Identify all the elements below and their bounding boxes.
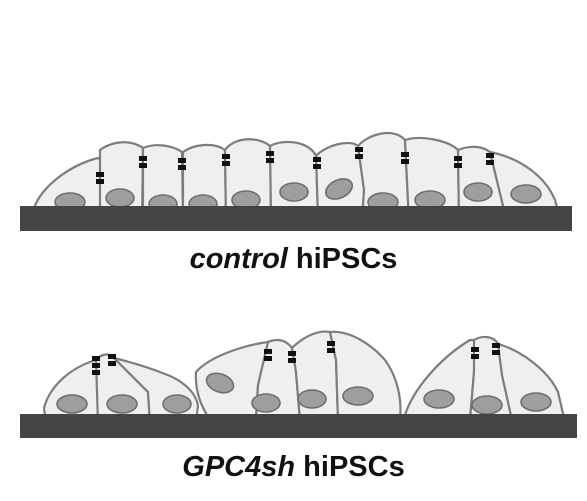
- junction: [486, 153, 494, 158]
- nucleus: [297, 389, 327, 409]
- junction: [96, 172, 104, 177]
- junction: [355, 154, 363, 159]
- gpc4sh-label: GPC4sh: [182, 451, 296, 483]
- control-junctions: [96, 147, 494, 184]
- cell: [328, 330, 402, 422]
- control-substrate: [20, 206, 572, 231]
- nucleus: [342, 386, 374, 406]
- nucleus: [105, 188, 135, 208]
- nucleus: [251, 393, 281, 413]
- junction: [108, 354, 116, 359]
- junction: [264, 356, 272, 361]
- nucleus: [56, 394, 88, 414]
- junction: [401, 152, 409, 157]
- cell: [268, 140, 320, 218]
- junction: [454, 156, 462, 161]
- nucleus: [205, 372, 235, 394]
- junction: [486, 160, 494, 165]
- nucleus: [471, 395, 503, 415]
- hipscs-label: hiPSCs: [287, 243, 398, 275]
- nucleus: [423, 389, 455, 409]
- nucleus: [279, 182, 309, 202]
- junction: [471, 354, 479, 359]
- junction: [288, 358, 296, 363]
- junction: [139, 156, 147, 161]
- nucleus: [510, 184, 542, 204]
- junction: [108, 361, 116, 366]
- gpc4sh-junctions: [92, 341, 500, 375]
- junction: [288, 351, 296, 356]
- gpc4sh-nuclei: [56, 372, 552, 415]
- junction: [454, 163, 462, 168]
- junction: [92, 363, 100, 368]
- nucleus: [324, 178, 354, 200]
- control-caption: control hiPSCs: [0, 243, 587, 276]
- junction: [313, 157, 321, 162]
- junction: [178, 158, 186, 163]
- junction: [327, 341, 335, 346]
- junction: [492, 343, 500, 348]
- gpc4sh-substrate: [20, 414, 577, 438]
- junction: [313, 164, 321, 169]
- junction: [355, 147, 363, 152]
- junction: [327, 348, 335, 353]
- junction: [401, 159, 409, 164]
- nucleus: [162, 394, 192, 414]
- junction: [96, 179, 104, 184]
- junction: [178, 165, 186, 170]
- junction: [471, 347, 479, 352]
- junction: [492, 350, 500, 355]
- gpc4sh-caption: GPC4sh hiPSCs: [0, 451, 587, 484]
- junction: [222, 161, 230, 166]
- junction: [222, 154, 230, 159]
- nucleus: [106, 394, 138, 414]
- nucleus: [520, 392, 552, 412]
- nucleus: [463, 182, 493, 202]
- junction: [92, 356, 100, 361]
- control-label: control: [189, 243, 288, 275]
- junction: [266, 158, 274, 163]
- junction: [266, 151, 274, 156]
- junction: [139, 163, 147, 168]
- hipscs-label: hiPSCs: [295, 451, 405, 483]
- junction: [264, 349, 272, 354]
- junction: [92, 370, 100, 375]
